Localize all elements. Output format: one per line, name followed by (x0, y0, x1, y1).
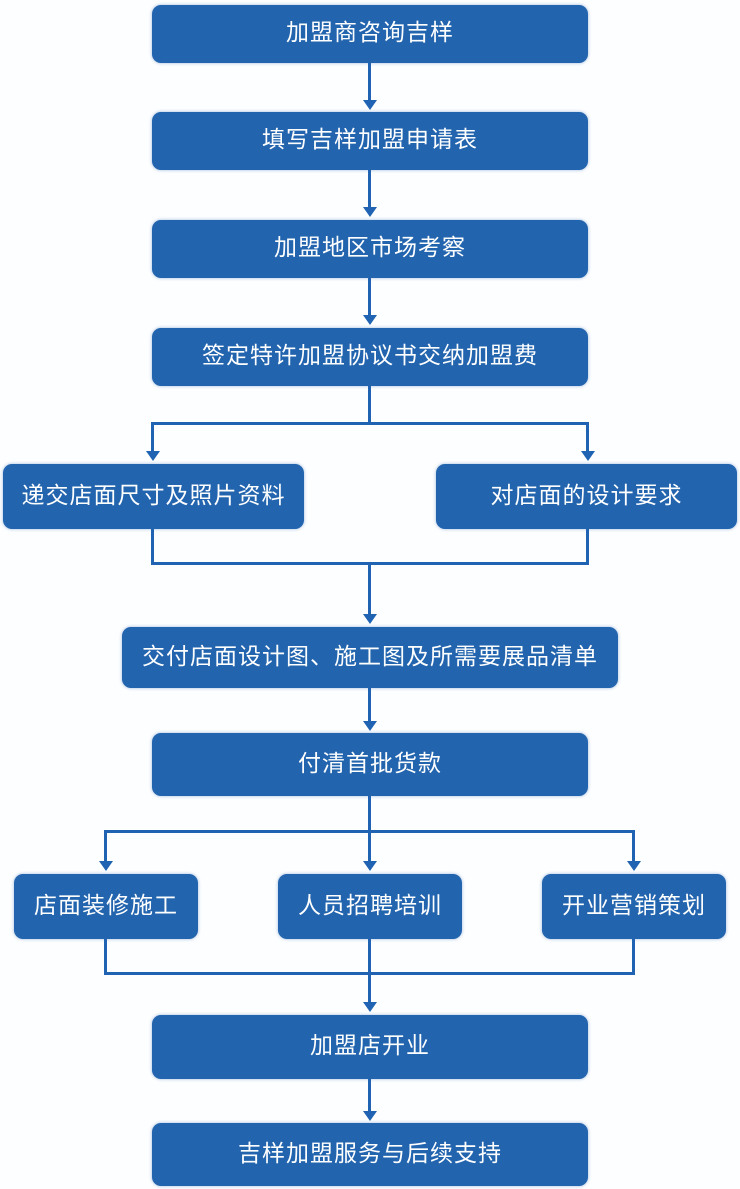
node-label: 吉样加盟服务与后续支持 (238, 1140, 502, 1167)
node-marketing-plan: 开业营销策划 (542, 874, 726, 939)
node-application-form: 填写吉样加盟申请表 (152, 112, 588, 170)
flow-connector-line (632, 939, 635, 975)
node-label: 开业营销策划 (562, 892, 706, 919)
node-label: 对店面的设计要求 (490, 482, 683, 509)
flow-connector-line (368, 386, 371, 425)
node-pay-first-order: 付清首批货款 (152, 733, 588, 796)
node-deliver-design-docs: 交付店面设计图、施工图及所需要展品清单 (122, 627, 618, 688)
flow-connector-line (368, 939, 371, 975)
node-label: 填写吉样加盟申请表 (262, 127, 478, 154)
node-label: 店面装修施工 (34, 892, 178, 919)
node-label: 递交店面尺寸及照片资料 (21, 482, 286, 509)
flow-arrowhead-icon (363, 1002, 377, 1012)
flow-arrowhead-icon (363, 207, 377, 217)
flow-arrowhead-icon (99, 861, 113, 871)
node-label: 交付店面设计图、施工图及所需要展品清单 (142, 643, 598, 670)
flow-connector-line (368, 972, 371, 1004)
node-label: 付清首批货款 (298, 750, 442, 777)
flow-arrowhead-icon (627, 861, 641, 871)
flow-connector-line (632, 830, 635, 862)
flow-connector-line (368, 796, 371, 862)
node-store-opening: 加盟店开业 (152, 1015, 588, 1079)
node-label: 签定特许加盟协议书交纳加盟费 (202, 343, 538, 370)
node-followup-support: 吉样加盟服务与后续支持 (152, 1123, 588, 1186)
flow-connector-line (586, 422, 589, 452)
flow-arrowhead-icon (146, 451, 160, 461)
node-label: 加盟地区市场考察 (274, 235, 466, 262)
node-franchisee-consult: 加盟商咨询吉样 (152, 5, 588, 63)
flow-arrowhead-icon (363, 100, 377, 110)
flow-connector-line (586, 529, 589, 564)
node-label: 加盟商咨询吉样 (286, 20, 454, 47)
flow-connector-line (368, 562, 371, 615)
node-label: 人员招聘培训 (298, 892, 442, 919)
flow-connector-line (151, 422, 589, 425)
flow-arrowhead-icon (363, 315, 377, 325)
node-store-renovation: 店面装修施工 (14, 874, 198, 939)
flow-connector-line (368, 278, 371, 316)
node-design-requirements: 对店面的设计要求 (436, 464, 737, 529)
node-sign-agreement: 签定特许加盟协议书交纳加盟费 (152, 328, 588, 386)
flow-connector-line (104, 830, 107, 862)
flow-connector-line (151, 422, 154, 452)
flow-connector-line (368, 1079, 371, 1113)
node-staff-training: 人员招聘培训 (278, 874, 462, 939)
flow-arrowhead-icon (363, 614, 377, 624)
node-market-survey: 加盟地区市场考察 (152, 220, 588, 278)
flow-connector-line (368, 688, 371, 723)
flow-connector-line (104, 939, 107, 975)
flow-arrowhead-icon (581, 451, 595, 461)
node-submit-store-info: 递交店面尺寸及照片资料 (3, 464, 304, 529)
flow-arrowhead-icon (363, 721, 377, 731)
flow-connector-line (151, 529, 154, 564)
flow-arrowhead-icon (363, 861, 377, 871)
node-label: 加盟店开业 (310, 1033, 430, 1060)
flow-connector-line (104, 830, 635, 833)
flow-arrowhead-icon (363, 1111, 377, 1121)
flow-connector-line (368, 170, 371, 208)
flow-connector-line (368, 63, 371, 101)
